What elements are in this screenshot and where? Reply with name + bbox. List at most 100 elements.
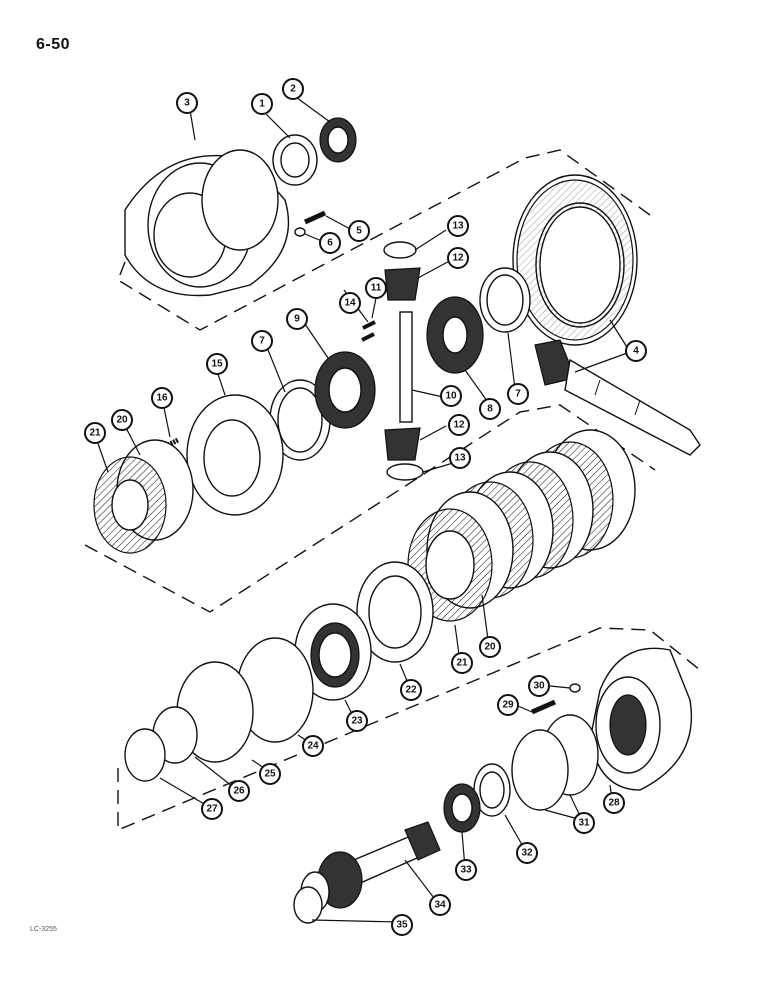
callout-16: 16 [151, 387, 173, 409]
svg-text:21: 21 [456, 658, 468, 669]
roll-pin-14 [361, 332, 375, 342]
pinion-shaft-part [534, 339, 701, 456]
callout-32: 32 [516, 842, 538, 864]
svg-text:13: 13 [452, 221, 464, 232]
svg-text:20: 20 [116, 415, 128, 426]
callout-28: 28 [603, 792, 625, 814]
bolt-part [303, 210, 327, 225]
pressure-plate-inner [203, 419, 261, 497]
page-number: 6-50 [36, 36, 71, 53]
callout-8: 8 [479, 398, 501, 420]
svg-text:23: 23 [351, 716, 363, 727]
roll-pin-11 [362, 320, 376, 330]
svg-text:12: 12 [452, 253, 464, 264]
output-bearing-cup-inner [479, 771, 505, 809]
pinion-gear-bottom [384, 427, 421, 461]
callout-23: 23 [346, 710, 368, 732]
callout-13-bottom: 13 [449, 447, 471, 469]
pinion-gear-top [384, 267, 421, 301]
svg-text:9: 9 [294, 314, 300, 325]
svg-text:24: 24 [307, 741, 319, 752]
clutch-pack [407, 429, 636, 622]
callout-13-top: 13 [447, 215, 469, 237]
callout-22: 22 [400, 679, 422, 701]
housing-washer [569, 683, 581, 693]
bearing-cup-inner [280, 142, 310, 178]
svg-text:30: 30 [533, 681, 545, 692]
callout-15: 15 [206, 353, 228, 375]
ring-gear-part [512, 174, 638, 346]
svg-text:13: 13 [454, 453, 466, 464]
callout-10: 10 [440, 385, 462, 407]
callout-24: 24 [302, 735, 324, 757]
output-shaft-part [300, 821, 441, 913]
carrier-housing-part [589, 647, 693, 791]
callout-14: 14 [339, 292, 361, 314]
thrust-washer-bottom [386, 463, 424, 481]
callout-27: 27 [201, 798, 223, 820]
callout-6: 6 [319, 232, 341, 254]
housing-part [124, 149, 290, 297]
callout-30: 30 [528, 675, 550, 697]
svg-text:12: 12 [453, 420, 465, 431]
svg-text:15: 15 [211, 359, 223, 370]
callout-1: 1 [251, 93, 273, 115]
svg-text:29: 29 [502, 700, 514, 711]
svg-text:2: 2 [290, 84, 296, 95]
callout-2: 2 [282, 78, 304, 100]
callout-9: 9 [286, 308, 308, 330]
callout-3: 3 [176, 92, 198, 114]
output-bearing-cone-inner [451, 793, 473, 823]
svg-text:33: 33 [460, 865, 472, 876]
snap-ring-part [293, 886, 323, 924]
svg-text:26: 26 [233, 786, 245, 797]
svg-text:16: 16 [156, 393, 168, 404]
piston-plate-inner [368, 575, 422, 649]
cross-shaft-part [399, 311, 413, 423]
thrust-plate-right-inner [486, 274, 524, 326]
group-outline-upper [117, 149, 651, 331]
callout-35: 35 [391, 914, 413, 936]
svg-text:28: 28 [608, 798, 620, 809]
lock-gear-hub [328, 367, 362, 413]
washer-part [294, 227, 306, 237]
callout-29: 29 [497, 694, 519, 716]
shim-ring-b [511, 729, 569, 811]
svg-text:6: 6 [327, 238, 333, 249]
callout-5: 5 [348, 220, 370, 242]
svg-text:21: 21 [89, 428, 101, 439]
callout-21-right: 21 [451, 652, 473, 674]
thrust-plate-left-inner [277, 387, 323, 453]
callout-7-right: 7 [507, 383, 529, 405]
callout-12-top: 12 [447, 247, 469, 269]
callout-33: 33 [455, 859, 477, 881]
callout-12-bottom: 12 [448, 414, 470, 436]
callout-11: 11 [365, 277, 387, 299]
callout-25: 25 [259, 763, 281, 785]
svg-text:22: 22 [405, 685, 417, 696]
callout-31: 31 [573, 812, 595, 834]
svg-text:14: 14 [344, 298, 356, 309]
svg-text:3: 3 [184, 98, 190, 109]
friction-disc-left-inner [111, 479, 149, 531]
svg-text:35: 35 [396, 920, 408, 931]
piston-bore [318, 632, 352, 678]
thrust-washer-top [383, 241, 417, 259]
group-outline-middle [84, 404, 656, 613]
svg-text:7: 7 [259, 336, 265, 347]
callout-7-left: 7 [251, 330, 273, 352]
svg-text:1: 1 [259, 99, 265, 110]
svg-text:27: 27 [206, 804, 218, 815]
callout-20-right: 20 [479, 636, 501, 658]
group-outline-lower [117, 627, 701, 832]
bearing-cone-inner [327, 126, 349, 154]
housing-bolt [531, 699, 556, 715]
svg-text:10: 10 [445, 391, 457, 402]
side-gear-hub [442, 316, 468, 354]
svg-text:25: 25 [264, 769, 276, 780]
seal-ring-27 [124, 728, 166, 782]
svg-text:5: 5 [356, 226, 362, 237]
figure-code: LC-3255 [30, 926, 57, 933]
